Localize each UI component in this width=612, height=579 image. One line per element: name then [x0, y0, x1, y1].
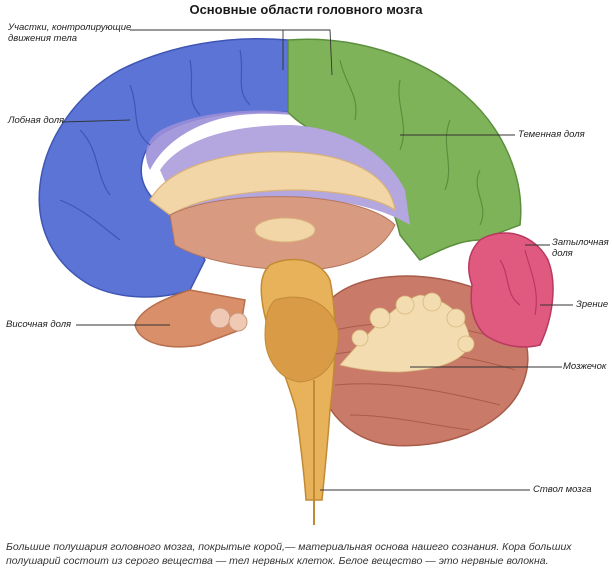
thalamus: [255, 218, 315, 242]
occipital-lobe: [469, 233, 553, 347]
pons: [265, 297, 338, 382]
figure-caption: Большие полушария головного мозга, покры…: [6, 540, 606, 568]
label-temporal-lobe: Височная доля: [6, 319, 71, 330]
label-cerebellum: Мозжечок: [563, 361, 606, 372]
label-brainstem: Ствол мозга: [533, 484, 592, 495]
brain-illustration: [0, 0, 612, 535]
label-motor-areas: Участки, контролирующие движения тела: [8, 22, 131, 44]
label-occipital-lobe: Затылочная доля: [552, 237, 609, 259]
pituitary-2: [229, 313, 247, 331]
pituitary-1: [210, 308, 230, 328]
label-parietal-lobe: Теменная доля: [518, 129, 585, 140]
label-vision: Зрение: [576, 299, 608, 310]
label-frontal-lobe: Лобная доля: [8, 115, 64, 126]
